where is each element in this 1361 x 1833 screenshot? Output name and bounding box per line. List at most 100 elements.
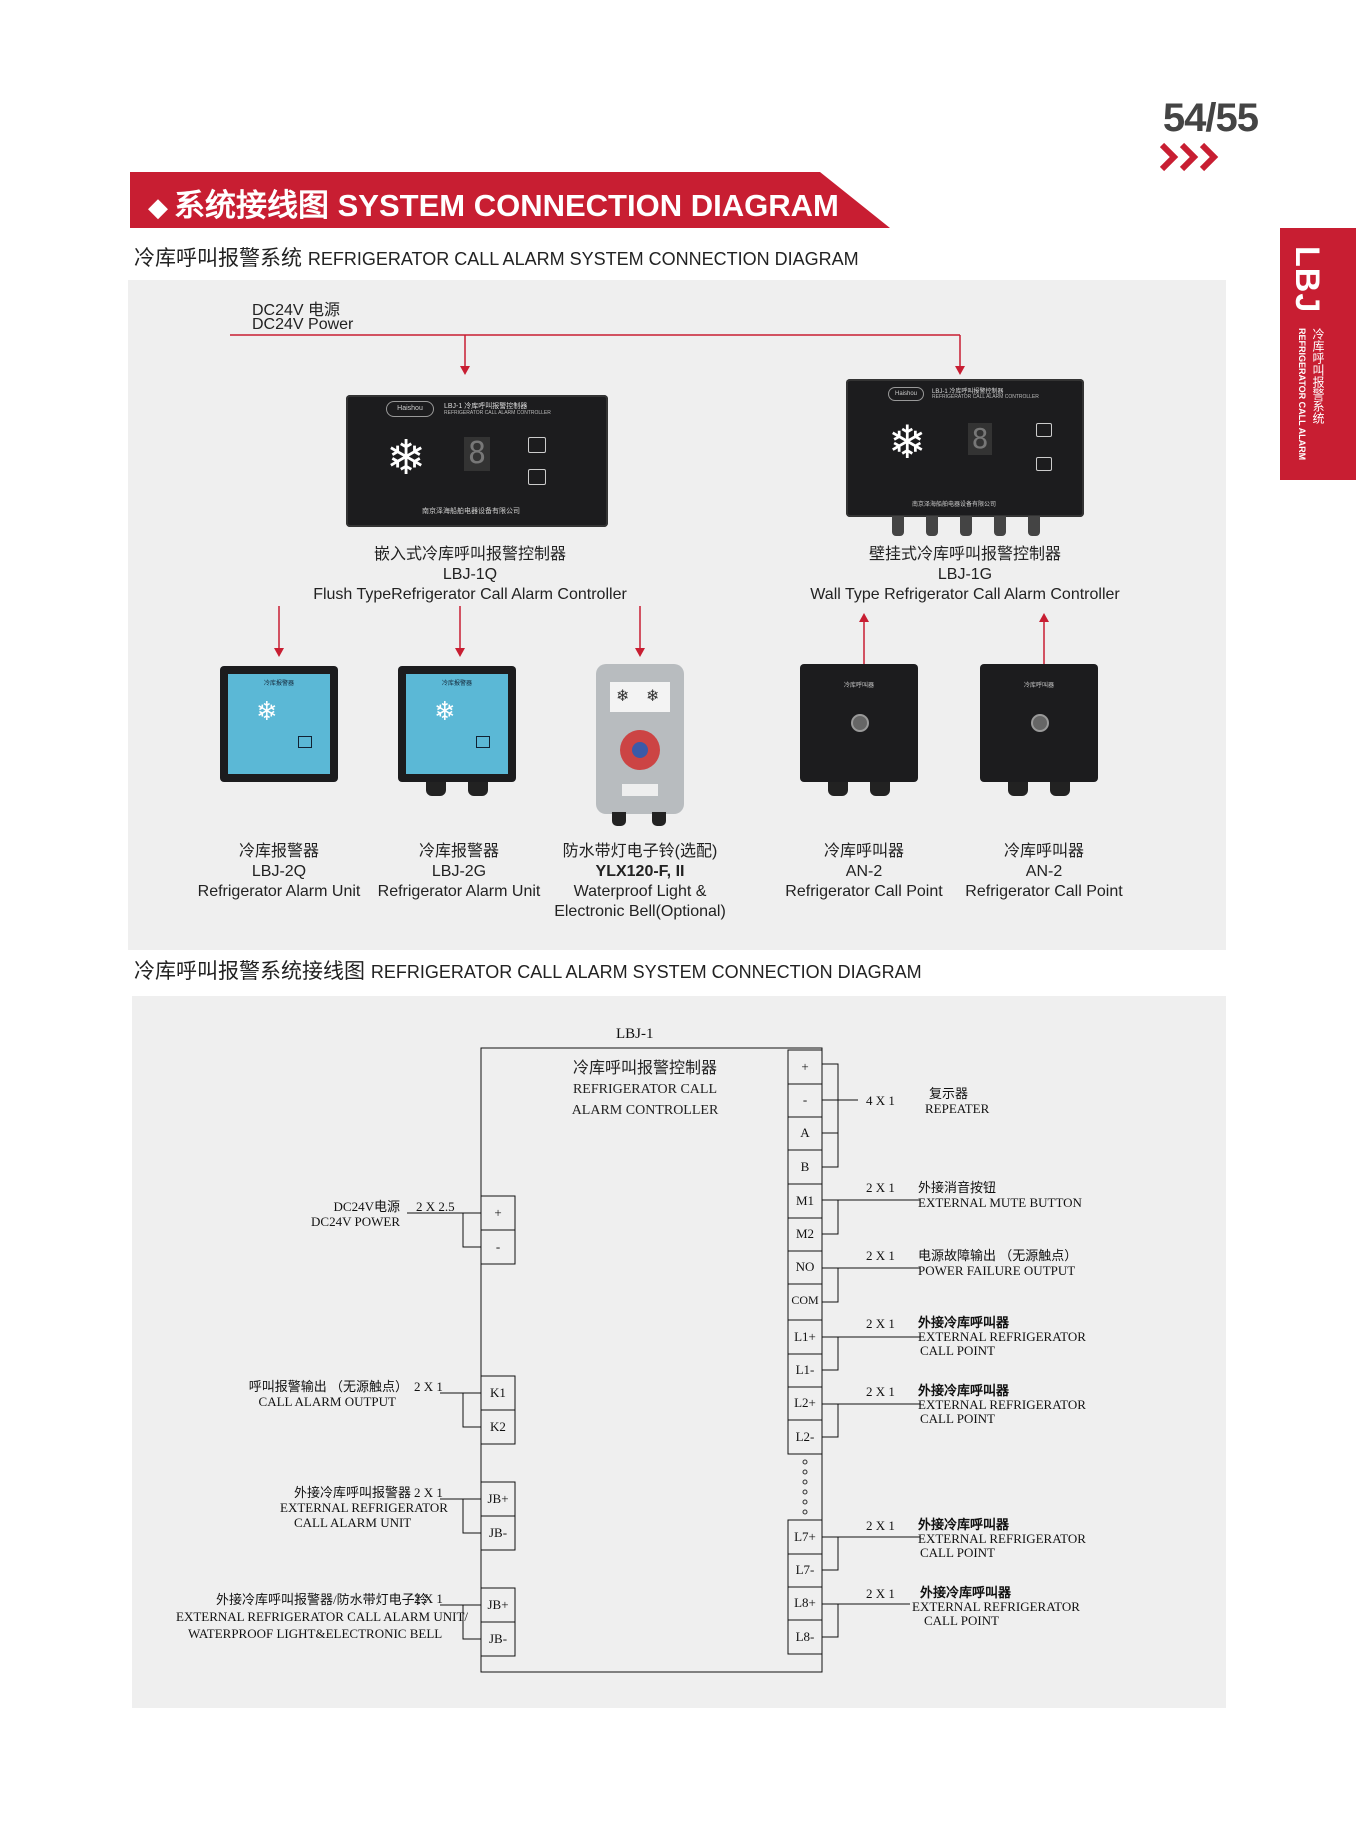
terminal-label: JB- (488, 1525, 508, 1540)
cable-spec: 2 X 1 (866, 1248, 895, 1263)
cable-gland (1028, 516, 1040, 536)
terminal-label: L2+ (794, 1395, 816, 1410)
device-title: LBJ-1 冷库呼叫报警控制器 (444, 403, 528, 410)
terminal-label: M2 (795, 1226, 815, 1241)
diamond-icon: ◆ (148, 192, 168, 222)
cable-spec: 2 X 2.5 (416, 1199, 455, 1214)
reset-button[interactable] (298, 736, 312, 748)
cable-spec: 2 X 1 (866, 1180, 895, 1195)
section2-title: 冷库呼叫报警系统接线图 REFRIGERATOR CALL ALARM SYST… (134, 960, 922, 983)
snowflake-icon: ❄ (888, 416, 927, 468)
title-banner (130, 172, 890, 228)
terminal-label: JB+ (487, 1597, 509, 1612)
terminal-label: + (801, 1059, 809, 1074)
cable-gland (612, 812, 626, 826)
cable-gland (994, 516, 1006, 536)
terminal-label: L7- (795, 1562, 815, 1577)
unit-label-3: 防水带灯电子铃(选配) YLX120-F, II Waterproof Ligh… (554, 843, 726, 920)
unit-label-5: 冷库呼叫器 AN-2 Refrigerator Call Point (965, 843, 1123, 900)
terminal-label: A (800, 1125, 810, 1140)
device-subtitle: REFRIGERATOR CALL ALARM CONTROLLER (932, 394, 1039, 400)
power-label-cn: DC24V 电源 (252, 302, 341, 319)
device-title: LBJ-1 冷库呼叫报警控制器 (932, 389, 1004, 395)
cable-gland (892, 516, 904, 536)
cable-spec: 2 X 1 (866, 1384, 895, 1399)
terminal-label: L8+ (794, 1595, 816, 1610)
page-number: 54/55 (1162, 96, 1259, 140)
section-title-text: 系统接线图 SYSTEM CONNECTION DIAGRAM (174, 188, 839, 223)
side-tab-cn: 冷库呼叫报警系统 (1311, 328, 1325, 424)
snowflake-icon: ❄ (434, 696, 456, 726)
terminal-label: L1+ (794, 1329, 816, 1344)
flush-controller-device: Haishou LBJ-1 冷库呼叫报警控制器 REFRIGERATOR CAL… (346, 395, 608, 527)
device-footer: 南京泽海船舶电器设备有限公司 (912, 502, 997, 508)
side-tab-code: LBJ (1288, 246, 1326, 314)
terminal-label: K1 (490, 1385, 506, 1400)
terminal-label: L2- (795, 1429, 815, 1444)
controller-box-label: 冷库呼叫报警控制器 REFRIGERATOR CALL ALARM CONTRO… (571, 1060, 719, 1118)
mute-button[interactable] (1036, 423, 1052, 437)
call-button[interactable] (851, 714, 869, 732)
left-group-label: 外接冷库呼叫报警器/防水带灯电子铃 EXTERNAL REFRIGERATOR … (176, 1592, 469, 1641)
cable-spec: 2 X 1 (414, 1591, 443, 1606)
reset-button[interactable] (476, 736, 490, 748)
brand-logo: Haishou (888, 387, 924, 401)
terminal-label: L8- (795, 1629, 815, 1644)
left-group-label: 呼叫报警输出 （无源触点） CALL ALARM OUTPUT (248, 1379, 408, 1409)
cable-gland (426, 782, 446, 796)
terminal-label: - (495, 1239, 501, 1254)
left-group-label: 外接冷库呼叫报警器 EXTERNAL REFRIGERATOR CALL ALA… (280, 1485, 448, 1530)
right-group-label: 外接消音按钮 EXTERNAL MUTE BUTTON (918, 1180, 1082, 1210)
unit-label-1: 冷库报警器 LBJ-2Q Refrigerator Alarm Unit (197, 843, 361, 900)
snowflake-icon: ❄ (386, 432, 427, 485)
alarm-unit-device-1: 冷库报警器 ❄ (220, 666, 338, 782)
cable-spec: 2 X 1 (866, 1586, 895, 1601)
cable-gland (1008, 782, 1028, 796)
wiring-panel (132, 996, 1226, 1708)
chevron-arrows-icon (1160, 142, 1219, 172)
cable-spec: 2 X 1 (866, 1316, 895, 1331)
call-point-device-1: 冷库呼叫器 (800, 664, 918, 782)
right-group-label: 外接冷库呼叫器 EXTERNAL REFRIGERATOR CALL POINT (912, 1585, 1080, 1628)
mute-button[interactable] (528, 437, 546, 453)
call-button[interactable] (1031, 714, 1049, 732)
cable-spec: 2 X 1 (414, 1485, 443, 1500)
power-label-en: DC24V Power (252, 316, 354, 333)
terminal-label: B (800, 1159, 810, 1174)
controller-model-label: LBJ-1 (616, 1026, 654, 1042)
right-group-label: 外接冷库呼叫器 EXTERNAL REFRIGERATOR CALL POINT (918, 1383, 1086, 1426)
reset-button[interactable] (1036, 457, 1052, 471)
wall-controller-label: 壁挂式冷库呼叫报警控制器 LBJ-1G Wall Type Refrigerat… (810, 546, 1120, 603)
system-arrows (230, 334, 1049, 665)
terminal-label: L1- (795, 1362, 815, 1377)
section-title: ◆系统接线图 SYSTEM CONNECTION DIAGRAM (148, 180, 839, 225)
reset-button[interactable] (528, 469, 546, 485)
seven-segment-display: 8 (968, 423, 992, 455)
call-point-device-2: 冷库呼叫器 (980, 664, 1098, 782)
snowflake-icon: ❄ (646, 688, 660, 705)
terminal-label: JB- (488, 1631, 508, 1646)
cable-gland (870, 782, 890, 796)
terminal-label: NO (795, 1259, 815, 1274)
terminal-label: COM (791, 1293, 819, 1307)
brand-logo: Haishou (386, 401, 434, 417)
cable-gland (960, 516, 972, 536)
right-group-label: 外接冷库呼叫器 EXTERNAL REFRIGERATOR CALL POINT (918, 1315, 1086, 1358)
right-group-label: 电源故障输出 （无源触点） POWER FAILURE OUTPUT (918, 1248, 1078, 1278)
alarm-unit-device-2: 冷库报警器 ❄ (398, 666, 516, 782)
left-group-label: DC24V电源 DC24V POWER (311, 1199, 400, 1229)
terminal-label: M1 (795, 1193, 815, 1208)
terminal-label: + (494, 1205, 502, 1220)
right-group-label: 复示器 REPEATER (925, 1086, 990, 1116)
cable-gland (468, 782, 488, 796)
terminal-label: - (802, 1092, 808, 1107)
cable-spec: 4 X 1 (866, 1093, 895, 1108)
side-tab (1280, 228, 1356, 480)
section1-title: 冷库呼叫报警系统 REFRIGERATOR CALL ALARM SYSTEM … (134, 247, 859, 270)
side-tab-en: REFRIGERATOR CALL ALARM (1297, 328, 1307, 461)
snowflake-icon: ❄ (616, 688, 630, 705)
wiring-lines (407, 1047, 920, 1673)
right-group-label: 外接冷库呼叫器 EXTERNAL REFRIGERATOR CALL POINT (918, 1517, 1086, 1560)
seven-segment-display: 8 (464, 437, 490, 471)
terminal-label: K2 (490, 1419, 506, 1434)
